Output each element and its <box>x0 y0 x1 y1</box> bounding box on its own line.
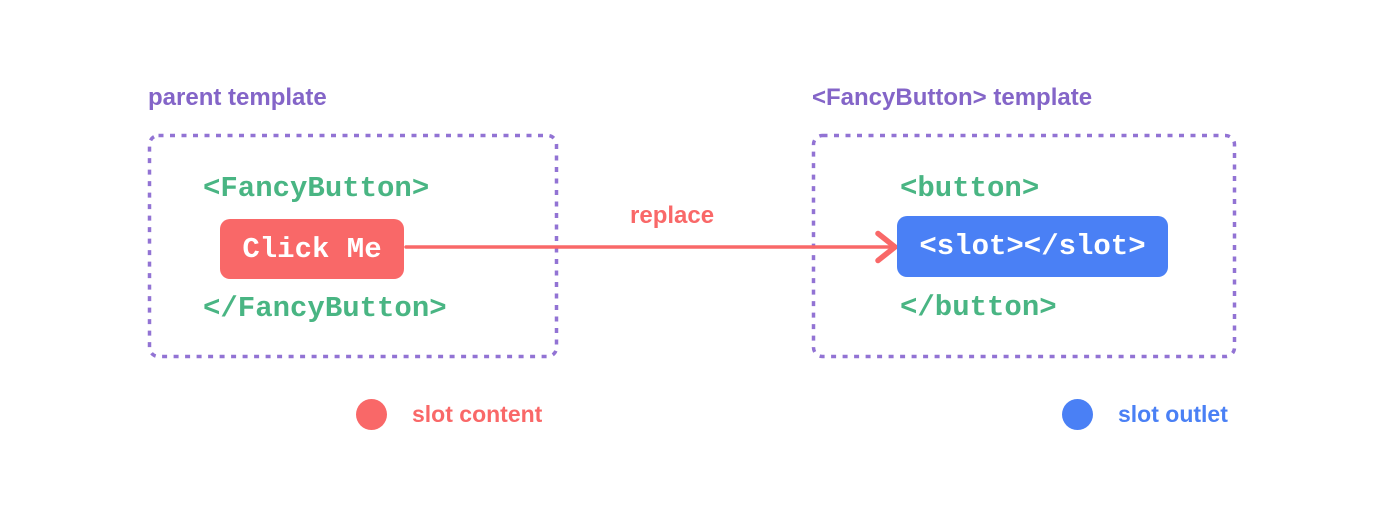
parent-template-title: parent template <box>148 84 327 111</box>
button-open-tag-code: <button> <box>900 172 1040 205</box>
replace-arrow-head-icon <box>875 230 898 264</box>
legend-item-slot-outlet: slot outlet <box>1062 398 1228 430</box>
slot-outlet-box: <slot></slot> <box>897 216 1168 277</box>
slot-content-legend-label: slot content <box>412 400 543 427</box>
slot-outlet-box-label: <slot></slot> <box>919 230 1146 263</box>
slot-outlet-dot-icon <box>1062 398 1093 430</box>
replace-arrow-label: replace <box>630 202 715 229</box>
slot-content-dot-icon <box>356 398 387 430</box>
fancybutton-close-tag-code: </FancyButton> <box>203 292 447 325</box>
click-me-button-label: Click Me <box>242 232 382 266</box>
fancybutton-template-title: <FancyButton> template <box>812 84 1093 111</box>
fancybutton-open-tag-code: <FancyButton> <box>203 172 430 205</box>
legend-item-slot-content: slot content <box>356 398 542 430</box>
click-me-button: Click Me <box>220 219 404 279</box>
slot-outlet-legend-label: slot outlet <box>1118 400 1228 427</box>
button-close-tag-code: </button> <box>900 291 1057 324</box>
